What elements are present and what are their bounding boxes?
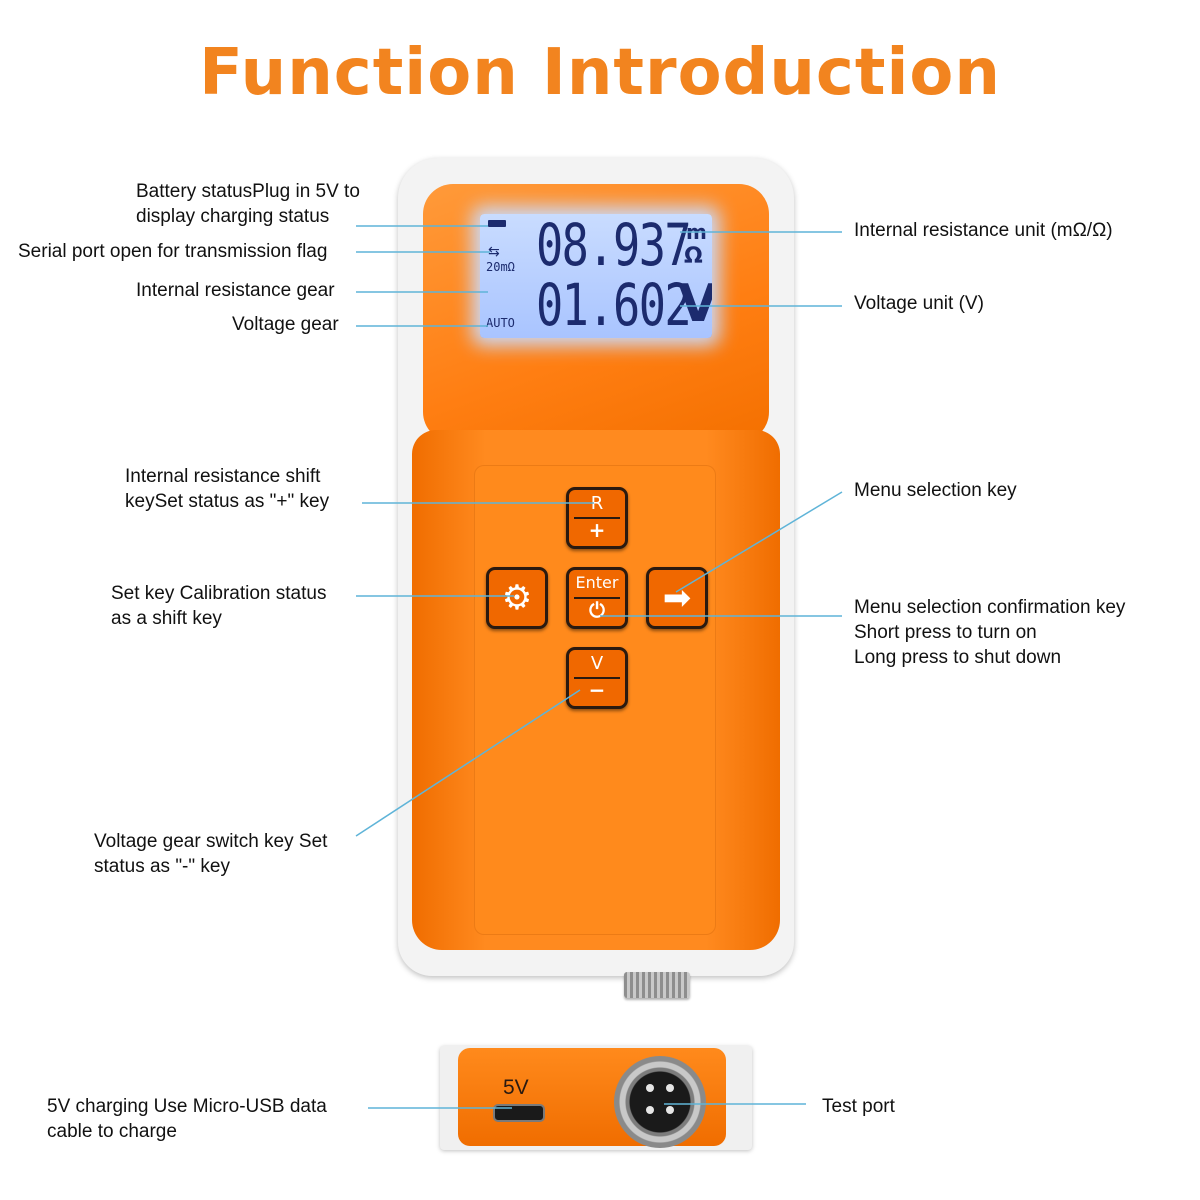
set-key-label-line1: Set key Calibration status <box>111 583 327 604</box>
page-title: Function Introduction <box>199 36 1001 110</box>
voltage-key-label: V <box>590 653 604 674</box>
resistance-key-label: R <box>590 493 604 514</box>
menu-selection-label: Menu selection key <box>854 480 1017 501</box>
enter-power-key[interactable]: Enter ⏻ <box>566 567 628 629</box>
set-key[interactable]: ⚙ <box>486 567 548 629</box>
charging-label-line2: cable to charge <box>47 1121 177 1142</box>
resistance-plus-key[interactable]: R + <box>566 487 628 549</box>
resistance-shift-label-line2: keySet status as "+" key <box>125 491 330 512</box>
resistance-gear-label: Internal resistance gear <box>136 280 335 301</box>
menu-confirm-label-line2: Short press to turn on <box>854 622 1037 643</box>
serial-port-label: Serial port open for transmission flag <box>18 241 328 262</box>
usb-icon: ⇆ <box>488 244 500 260</box>
voltage-reading: 01.602 <box>536 271 692 338</box>
charging-label-line1: 5V charging Use Micro-USB data <box>47 1096 327 1117</box>
voltage-gear-text: AUTO <box>486 316 515 330</box>
voltage-switch-label-line1: Voltage gear switch key Set <box>94 831 328 852</box>
resistance-shift-label-line1: Internal resistance shift <box>125 466 321 487</box>
menu-selection-key[interactable]: ➡ <box>646 567 708 629</box>
menu-confirm-label-line3: Long press to shut down <box>854 647 1062 668</box>
lcd-display: ⇆ 20mΩ AUTO 08.937 01.602 m Ω V <box>480 214 712 338</box>
voltage-unit: V <box>678 274 712 334</box>
set-key-label-line2: as a shift key <box>111 608 222 629</box>
enter-key-label: Enter <box>575 573 619 592</box>
probe-connector <box>624 972 690 998</box>
battery-icon <box>488 220 506 227</box>
menu-confirm-label-line1: Menu selection confirmation key <box>854 597 1126 618</box>
voltage-switch-label-line2: status as "-" key <box>94 856 230 877</box>
battery-status-label-line2: display charging status <box>136 206 330 227</box>
resistance-reading: 08.937 <box>536 214 692 279</box>
arrow-right-icon: ➡ <box>662 578 692 618</box>
plus-key-label: + <box>588 518 606 542</box>
port-5v-label: 5V <box>503 1076 529 1099</box>
resistance-unit-label: Internal resistance unit (mΩ/Ω) <box>854 220 1113 241</box>
resistance-gear-text: 20mΩ <box>486 260 515 274</box>
battery-status-label-line1: Battery statusPlug in 5V to <box>136 181 360 202</box>
minus-key-label: − <box>588 678 606 702</box>
gear-icon: ⚙ <box>501 578 533 618</box>
test-port-connector[interactable] <box>614 1056 706 1148</box>
voltage-gear-label: Voltage gear <box>232 314 339 335</box>
test-port-label: Test port <box>822 1096 895 1117</box>
voltage-unit-label: Voltage unit (V) <box>854 293 984 314</box>
voltage-minus-key[interactable]: V − <box>566 647 628 709</box>
resistance-unit-ohm: Ω <box>684 244 703 269</box>
